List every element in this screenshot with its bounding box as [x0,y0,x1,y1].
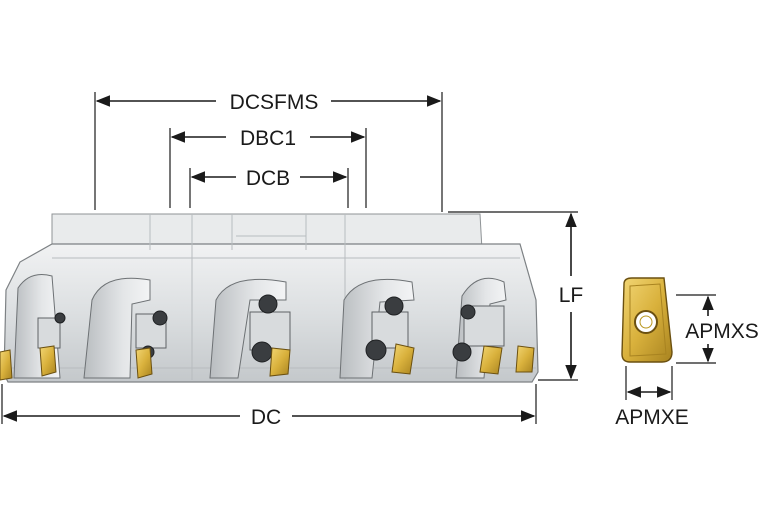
clamp-1 [37,317,61,349]
screw-8 [452,342,472,362]
screw-4 [251,341,273,363]
insert-6 [479,345,503,375]
insert-detail [621,277,673,363]
label-dc: DC [251,406,281,429]
chip-pocket-3 [209,278,287,379]
chip-pocket-2 [83,277,151,379]
dimension-lines [2,95,714,422]
insert-4 [269,347,291,377]
label-apmxs: APMXS [685,320,759,343]
cutter-body [0,213,539,383]
screw-2 [152,310,168,326]
insert-3 [135,347,153,379]
screw-6 [365,339,387,361]
label-dcb: DCB [246,167,290,190]
screw-1 [54,312,66,324]
label-lf: LF [559,284,584,307]
screw-3 [258,294,278,314]
extension-lines [1,92,716,424]
screw-7 [460,304,476,320]
label-apmxe: APMXE [615,406,689,429]
clamp-screws [54,294,476,363]
label-dcsfms: DCSFMS [230,91,319,114]
insert-2 [39,345,57,377]
insert-1 [0,349,13,381]
label-dbc1: DBC1 [240,127,296,150]
insert-7 [515,345,535,373]
cutting-inserts [0,343,535,381]
insert-5 [391,343,415,375]
screw-5 [384,296,404,316]
insert-detail-facet [629,283,667,357]
dimension-labels: DCSFMS DBC1 DCB LF DC APMXS APMXE [230,91,759,429]
